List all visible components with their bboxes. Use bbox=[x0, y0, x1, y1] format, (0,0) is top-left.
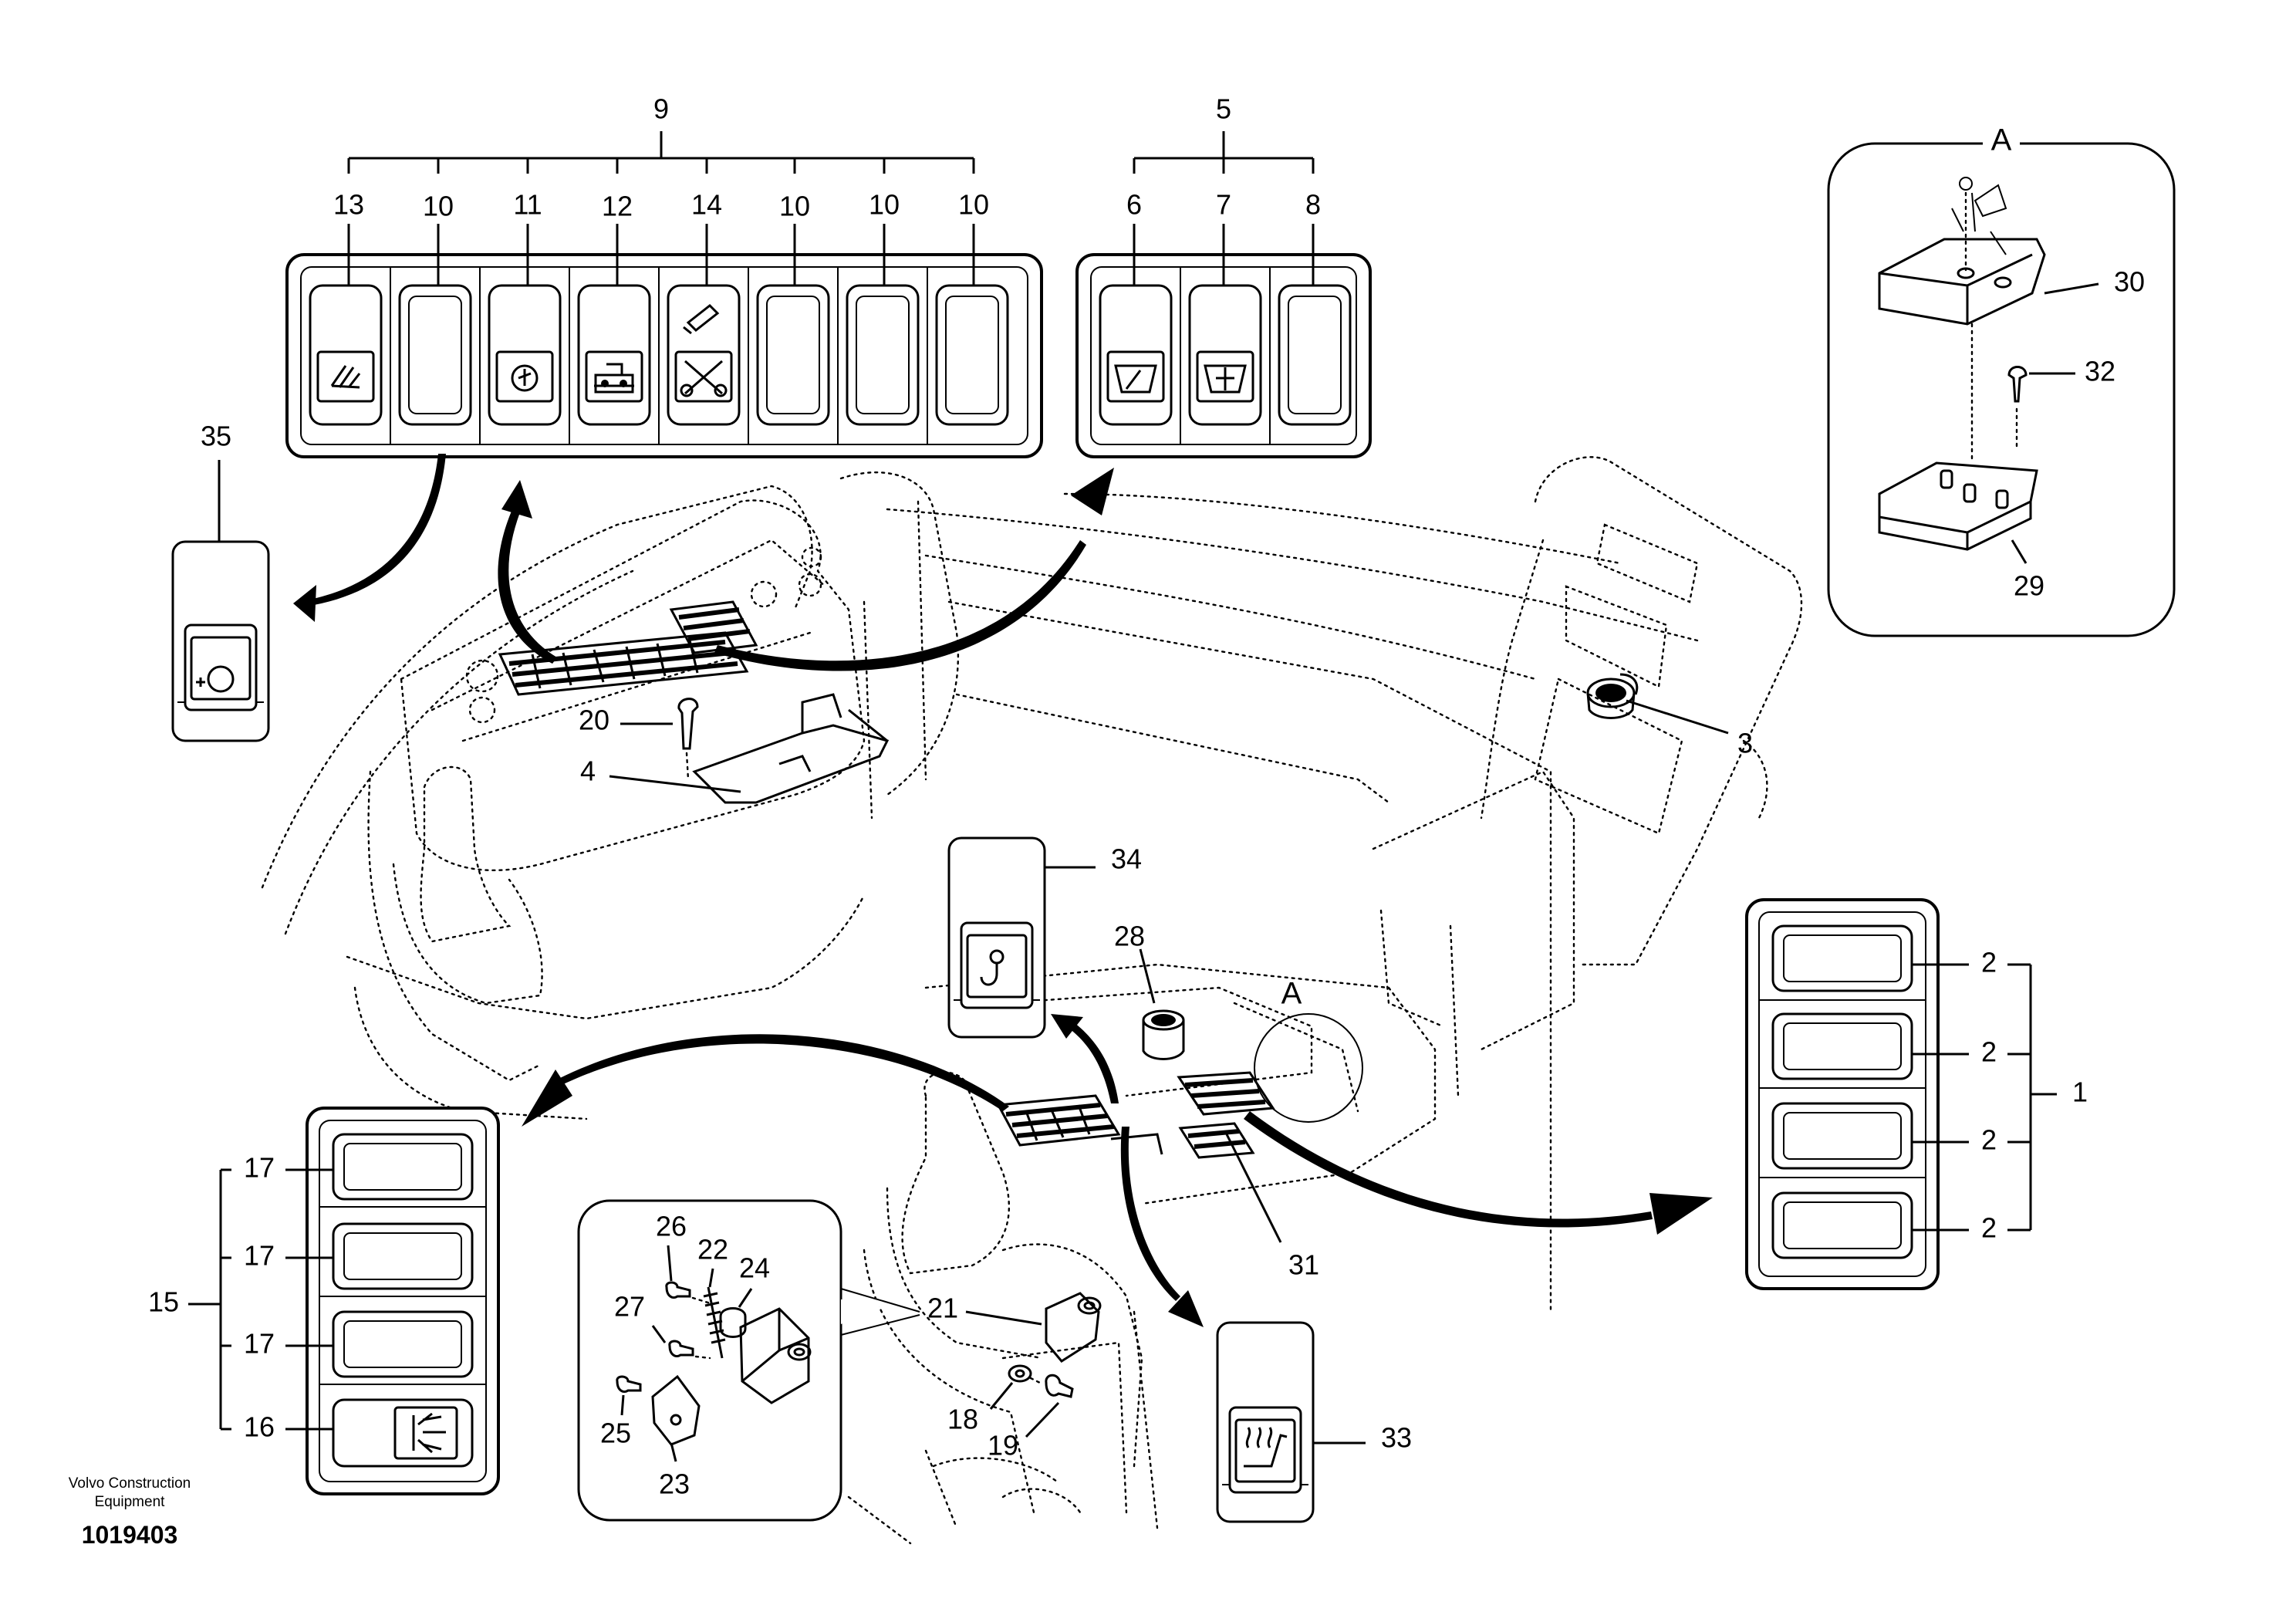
label-27: 27 bbox=[614, 1291, 645, 1323]
relay-icon bbox=[1878, 177, 2046, 551]
label-6: 6 bbox=[1126, 189, 1142, 221]
machine-icon bbox=[585, 350, 643, 403]
label-24: 24 bbox=[739, 1252, 770, 1284]
label-17: 17 bbox=[244, 1152, 275, 1184]
label-9: 9 bbox=[653, 93, 669, 125]
bracket-9 bbox=[347, 131, 975, 286]
power-socket-icon bbox=[1586, 673, 1639, 719]
company-name-line1: Volvo Construction bbox=[69, 1475, 191, 1492]
label-26: 26 bbox=[656, 1211, 687, 1242]
engine-preheat-icon bbox=[190, 636, 252, 701]
label-10: 10 bbox=[779, 191, 810, 222]
hook-icon bbox=[966, 934, 1028, 999]
label-32: 32 bbox=[2085, 356, 2115, 387]
label-17: 17 bbox=[244, 1328, 275, 1360]
label-7: 7 bbox=[1216, 189, 1231, 221]
label-2: 2 bbox=[1981, 947, 1997, 978]
label-18: 18 bbox=[947, 1404, 978, 1435]
latch-parts bbox=[616, 1281, 812, 1446]
bracket-5 bbox=[1133, 131, 1315, 286]
label-30: 30 bbox=[2114, 266, 2145, 298]
label-1: 1 bbox=[2072, 1076, 2088, 1108]
label-16: 16 bbox=[244, 1411, 275, 1443]
label-2: 2 bbox=[1981, 1124, 1997, 1156]
label-31: 31 bbox=[1288, 1249, 1319, 1281]
switch-panel-15 bbox=[306, 1107, 500, 1495]
switch-35 bbox=[171, 540, 270, 742]
label-19: 19 bbox=[988, 1430, 1018, 1461]
label-29: 29 bbox=[2014, 570, 2044, 602]
hammer-icon bbox=[683, 303, 720, 335]
heated-seat-icon bbox=[1234, 1418, 1296, 1483]
bracket-15 bbox=[188, 1168, 333, 1431]
label-8: 8 bbox=[1305, 189, 1321, 221]
fuse-28 bbox=[1142, 1009, 1185, 1060]
latch-21 bbox=[1045, 1292, 1102, 1363]
label-25: 25 bbox=[600, 1418, 631, 1449]
label-12: 12 bbox=[602, 191, 633, 222]
shears-icon bbox=[674, 350, 733, 403]
label-21: 21 bbox=[927, 1293, 958, 1324]
left-switch-bank bbox=[465, 546, 822, 724]
detail-21-box bbox=[577, 1199, 920, 1522]
detail-a-marker: A bbox=[1281, 977, 1302, 1011]
washer-icon bbox=[1196, 350, 1254, 403]
label-10: 10 bbox=[423, 191, 454, 222]
label-34: 34 bbox=[1111, 843, 1142, 875]
label-13: 13 bbox=[333, 189, 364, 221]
drawing-number: 1019403 bbox=[82, 1521, 178, 1549]
label-4: 4 bbox=[580, 755, 596, 787]
label-3: 3 bbox=[1737, 728, 1753, 759]
label-14: 14 bbox=[691, 189, 722, 221]
work-light-icon bbox=[316, 350, 375, 403]
bracket-4 bbox=[692, 693, 890, 804]
label-35: 35 bbox=[201, 421, 231, 452]
label-2: 2 bbox=[1981, 1036, 1997, 1068]
engine-icon bbox=[495, 350, 554, 403]
label-10: 10 bbox=[958, 189, 989, 221]
switch-34 bbox=[947, 836, 1046, 1039]
label-23: 23 bbox=[659, 1468, 690, 1500]
label-22: 22 bbox=[697, 1234, 728, 1265]
arrows bbox=[293, 454, 1713, 1327]
switch-panel-9 bbox=[285, 253, 1043, 458]
fasteners-18-19 bbox=[1008, 1364, 1074, 1398]
label-17: 17 bbox=[244, 1240, 275, 1272]
label-11: 11 bbox=[513, 189, 542, 221]
boom-light-icon bbox=[393, 1406, 458, 1460]
label-15: 15 bbox=[148, 1286, 179, 1318]
right-switch-bank bbox=[996, 1013, 1363, 1159]
wiper-icon bbox=[1106, 350, 1165, 403]
label-20: 20 bbox=[579, 705, 609, 736]
switch-panel-1 bbox=[1745, 898, 1940, 1290]
bracket-1 bbox=[1912, 963, 2057, 1232]
label-10: 10 bbox=[869, 189, 900, 221]
company-name-line2: Equipment bbox=[95, 1494, 166, 1510]
label-5: 5 bbox=[1216, 93, 1231, 125]
label-2: 2 bbox=[1981, 1212, 1997, 1244]
label-33: 33 bbox=[1381, 1422, 1412, 1454]
label-28: 28 bbox=[1114, 921, 1145, 952]
bolt-20 bbox=[677, 698, 699, 781]
detail-a-box bbox=[1827, 123, 2176, 637]
switch-33 bbox=[1216, 1321, 1315, 1523]
detail-a-label: A bbox=[1991, 123, 2012, 157]
